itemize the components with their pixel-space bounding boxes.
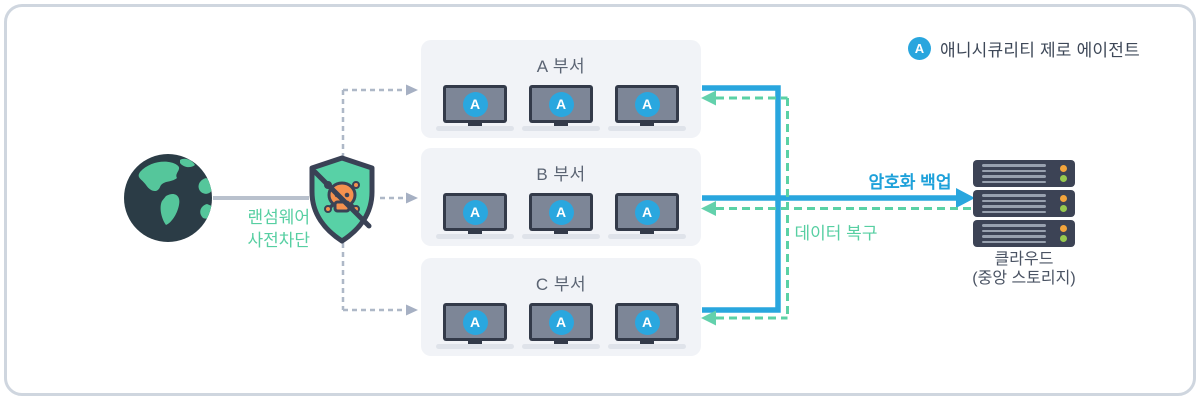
agent-badge: A (908, 37, 931, 60)
agent-badge: A (548, 91, 574, 117)
gray-arrowhead-dept-b (406, 192, 418, 204)
data-recovery-label: 데이터 복구 (794, 224, 878, 243)
server-led-green (1060, 175, 1067, 182)
gray-arrowhead-dept-c (406, 304, 418, 316)
server-led-green (1060, 235, 1067, 242)
agent-badge: A (634, 199, 660, 225)
ransomware-block-label: 랜섬웨어 사전차단 (222, 206, 310, 252)
cloud-storage-label: 클라우드 (중앙 스토리지) (949, 250, 1099, 288)
laptop-icon: A (436, 193, 514, 239)
department-c-title: C 부서 (535, 275, 587, 294)
globe-icon (124, 154, 212, 242)
recovery-arrowhead-dept-c (701, 310, 716, 326)
laptop-icon: A (436, 303, 514, 349)
agent-badge: A (462, 91, 488, 117)
gray-arrowhead-dept-a (406, 84, 418, 96)
department-a-title: A 부서 (536, 57, 586, 76)
ransomware-block-shield-icon (309, 155, 375, 244)
backup-flow-line (702, 85, 958, 313)
server-led-orange (1060, 194, 1067, 202)
recovery-flow-line (716, 96, 971, 320)
server-unit (973, 220, 1075, 247)
ransomware-block-label-line2: 사전차단 (247, 231, 310, 250)
recovery-arrowhead-dept-b (701, 201, 716, 216)
department-b-title: B 부서 (536, 165, 586, 184)
department-b-box: B 부서 A A A (421, 148, 701, 246)
cloud-storage-server-icon (973, 160, 1075, 247)
server-unit (973, 190, 1075, 217)
laptop-icon: A (522, 85, 600, 131)
cloud-storage-label-line2: (중앙 스토리지) (972, 270, 1076, 287)
encrypted-backup-label: 암호화 백업 (868, 173, 952, 192)
department-c-box: C 부서 A A A (421, 258, 701, 356)
backup-arrowhead-server (956, 188, 975, 208)
agent-badge: A (462, 309, 488, 335)
agent-badge: A (548, 309, 574, 335)
laptop-icon: A (608, 85, 686, 131)
recovery-arrowhead-dept-a (701, 90, 716, 106)
agent-legend-label: 애니시큐리티 제로 에이전트 (940, 41, 1140, 60)
block-strike-line (312, 169, 372, 229)
server-led-orange (1060, 224, 1067, 232)
agent-badge: A (634, 309, 660, 335)
laptop-icon: A (522, 303, 600, 349)
server-unit (973, 160, 1075, 187)
laptop-icon: A (522, 193, 600, 239)
cloud-storage-label-line1: 클라우드 (994, 251, 1054, 268)
agent-legend: A 애니시큐리티 제로 에이전트 (908, 36, 1140, 61)
agent-badge: A (462, 199, 488, 225)
ransomware-block-label-line1: 랜섬웨어 (247, 208, 310, 227)
laptop-icon: A (608, 193, 686, 239)
laptop-icon: A (608, 303, 686, 349)
agent-badge: A (634, 91, 660, 117)
agent-badge: A (548, 199, 574, 225)
server-led-orange (1060, 164, 1067, 172)
laptop-icon: A (436, 85, 514, 131)
department-b-laptops: A A A (421, 193, 701, 239)
department-a-box: A 부서 A A A (421, 40, 701, 138)
server-led-green (1060, 205, 1067, 212)
department-a-laptops: A A A (421, 85, 701, 131)
department-c-laptops: A A A (421, 303, 701, 349)
